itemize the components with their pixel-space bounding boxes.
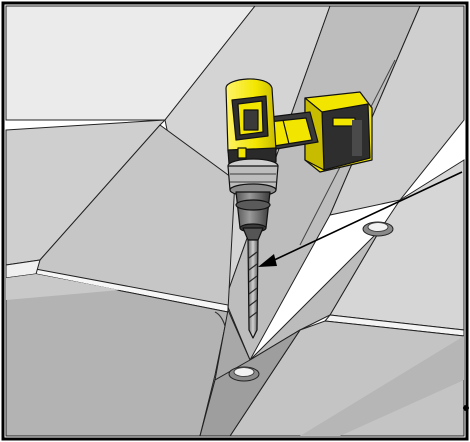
clutch-collar	[227, 158, 279, 197]
drill-chuck	[235, 191, 271, 241]
mount-hole	[362, 221, 394, 237]
leader-arrow-icon	[258, 171, 463, 267]
mount-hole	[228, 366, 260, 382]
battery-pack	[304, 91, 373, 173]
cordless-drill	[225, 78, 373, 339]
motor-housing	[225, 78, 277, 165]
left-deck	[5, 119, 301, 437]
drill-bit	[247, 239, 259, 339]
right-deck	[229, 159, 465, 437]
bottom-strip	[199, 329, 301, 437]
drill-handle	[261, 111, 319, 151]
